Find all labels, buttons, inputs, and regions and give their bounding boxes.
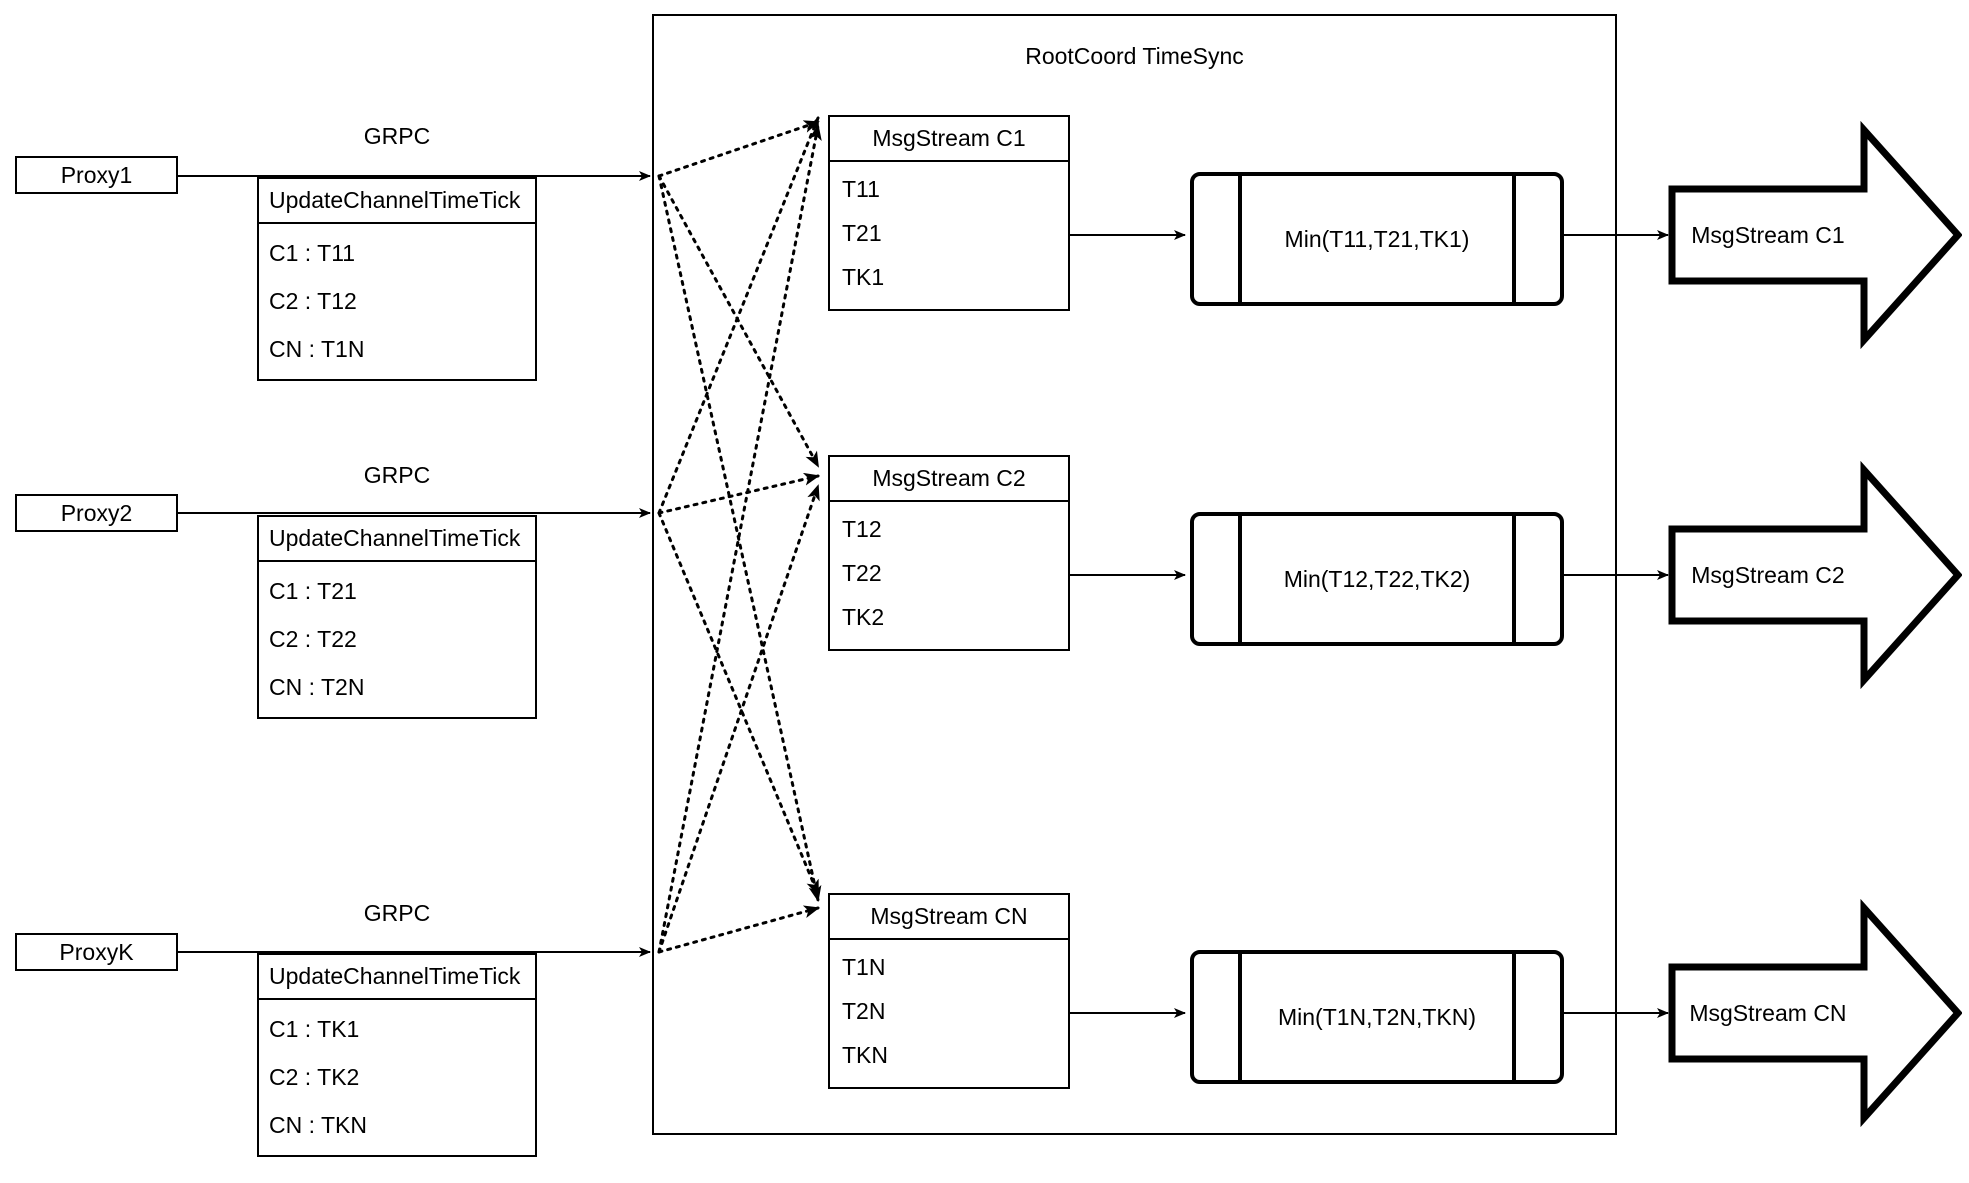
process-bar-right (1512, 950, 1516, 1084)
rootcoord-timesync-title: RootCoord TimeSync (1025, 43, 1244, 69)
min-process-box-c1: Min(T11,T21,TK1) (1190, 172, 1564, 306)
proxy-label: Proxy1 (60, 161, 133, 188)
proxy-box-3[interactable]: ProxyK (15, 933, 178, 971)
uct-header-1: UpdateChannelTimeTick (259, 179, 535, 224)
msgstream-box-c1: MsgStream C1 T11 T21 TK1 (828, 115, 1070, 311)
uct-row: C2 : T22 (269, 625, 357, 652)
output-block-arrow-cn: MsgStream CN (1668, 898, 1962, 1128)
min-process-box-c2: Min(T12,T22,TK2) (1190, 512, 1564, 646)
min-process-box-cn: Min(T1N,T2N,TKN) (1190, 950, 1564, 1084)
uct-row: C2 : TK2 (269, 1063, 360, 1090)
tick-value: T1N (842, 954, 886, 981)
msgstream-ticks-c1: T11 T21 TK1 (830, 162, 1068, 309)
output-block-arrow-c2: MsgStream C2 (1668, 460, 1962, 690)
tick-value: T21 (842, 219, 882, 246)
tick-value: TKN (842, 1041, 888, 1068)
uct-header-2: UpdateChannelTimeTick (259, 517, 535, 562)
output-label: MsgStream C2 (1691, 561, 1845, 588)
update-channel-timetick-box-2: UpdateChannelTimeTick C1 : T21 C2 : T22 … (257, 515, 537, 719)
proxy-box-1[interactable]: Proxy1 (15, 156, 178, 194)
process-bar-left (1238, 950, 1242, 1084)
uct-row: C1 : T21 (269, 578, 357, 605)
uct-header-3: UpdateChannelTimeTick (259, 955, 535, 1000)
update-channel-timetick-box-3: UpdateChannelTimeTick C1 : TK1 C2 : TK2 … (257, 953, 537, 1157)
proxy-label: Proxy2 (60, 499, 133, 526)
uct-row: C1 : T11 (269, 240, 356, 267)
update-channel-timetick-box-1: UpdateChannelTimeTick C1 : T11 C2 : T12 … (257, 177, 537, 381)
msgstream-box-cn: MsgStream CN T1N T2N TKN (828, 893, 1070, 1089)
uct-row: C2 : T12 (269, 287, 357, 314)
msgstream-title-c1: MsgStream C1 (830, 117, 1068, 162)
tick-value: TK1 (842, 263, 885, 290)
grpc-label-2: GRPC (363, 462, 431, 488)
tick-value: TK2 (842, 603, 885, 630)
uct-rows-2: C1 : T21 C2 : T22 CN : T2N (259, 562, 535, 717)
uct-row: C1 : TK1 (269, 1016, 360, 1043)
process-bar-left (1238, 512, 1242, 646)
process-bar-right (1512, 172, 1516, 306)
block-arrow-shape (1668, 460, 1962, 690)
process-bar-right (1512, 512, 1516, 646)
grpc-label-3: GRPC (363, 900, 431, 926)
msgstream-title-cn: MsgStream CN (830, 895, 1068, 940)
output-block-arrow-c1: MsgStream C1 (1668, 120, 1962, 350)
uct-row: CN : TKN (269, 1111, 367, 1138)
grpc-label-1: GRPC (363, 123, 431, 149)
tick-value: T2N (842, 997, 886, 1024)
tick-value: T11 (842, 176, 880, 203)
min-label: Min(T1N,T2N,TKN) (1277, 1003, 1477, 1030)
block-arrow-shape (1668, 120, 1962, 350)
msgstream-ticks-cn: T1N T2N TKN (830, 940, 1068, 1087)
tick-value: T22 (842, 559, 882, 586)
min-label: Min(T11,T21,TK1) (1284, 225, 1470, 252)
proxy-box-2[interactable]: Proxy2 (15, 494, 178, 532)
msgstream-ticks-c2: T12 T22 TK2 (830, 502, 1068, 649)
msgstream-title-c2: MsgStream C2 (830, 457, 1068, 502)
uct-rows-1: C1 : T11 C2 : T12 CN : T1N (259, 224, 535, 379)
uct-rows-3: C1 : TK1 C2 : TK2 CN : TKN (259, 1000, 535, 1155)
min-label: Min(T12,T22,TK2) (1283, 565, 1471, 592)
process-bar-left (1238, 172, 1242, 306)
output-label: MsgStream C1 (1691, 221, 1845, 248)
msgstream-box-c2: MsgStream C2 T12 T22 TK2 (828, 455, 1070, 651)
output-label: MsgStream CN (1689, 999, 1847, 1026)
uct-row: CN : T1N (269, 335, 365, 362)
proxy-label: ProxyK (59, 938, 134, 965)
uct-row: CN : T2N (269, 673, 365, 700)
block-arrow-shape (1668, 898, 1962, 1128)
tick-value: T12 (842, 516, 882, 543)
